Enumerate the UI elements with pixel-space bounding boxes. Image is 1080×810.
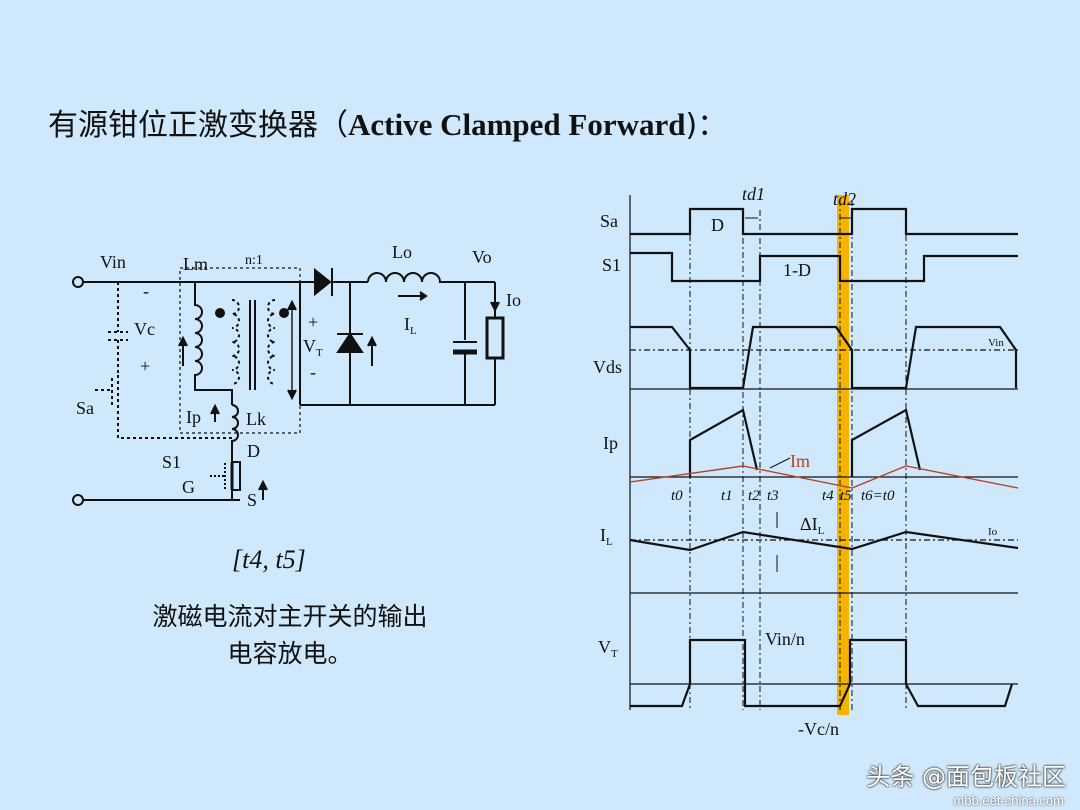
label-il: IL	[404, 314, 417, 337]
freewheel-diode	[336, 332, 364, 353]
label-ratio: n:1	[245, 253, 263, 268]
label-lk: Lk	[246, 409, 266, 429]
wf-label-il: IL	[600, 525, 613, 548]
label-vo: Vo	[472, 247, 492, 267]
waveform-im	[629, 465, 1019, 489]
label-vc-plus: +	[140, 356, 150, 376]
waveform-ip	[688, 408, 922, 477]
primary-winding	[194, 282, 233, 405]
wf-label-delta-il: ΔIL	[800, 514, 825, 537]
load-resistor	[485, 316, 505, 360]
label-s: S	[247, 490, 257, 510]
waveform-sa	[630, 207, 1018, 236]
wf-label-ip: Ip	[603, 433, 618, 453]
label-vin: Vin	[100, 252, 126, 272]
highlight-interval-t4-t5	[837, 195, 849, 715]
label-lm: Lm	[183, 254, 208, 274]
watermark: 头条 @面包板社区	[866, 763, 1066, 791]
wf-label-neg-vc-n: -Vc/n	[798, 719, 839, 739]
wf-label-vds: Vds	[593, 357, 622, 377]
leakage-inductor	[231, 404, 239, 452]
wf-label-td1: td1	[742, 184, 765, 204]
wf-label-vin: Vin	[988, 337, 1004, 349]
label-vc: Vc	[134, 319, 155, 339]
description-line-2: 电容放电。	[227, 639, 353, 668]
circuit-schematic	[72, 267, 505, 506]
secondary-winding	[267, 299, 276, 385]
label-vt-plus: +	[308, 312, 318, 332]
label-ip: Ip	[186, 407, 201, 427]
output-capacitor	[453, 282, 477, 405]
wf-label-s1: S1	[602, 255, 621, 275]
watermark-url: mbb.eet-china.com	[953, 793, 1064, 808]
wf-label-1-d: 1-D	[783, 260, 811, 280]
label-g: G	[182, 477, 195, 497]
main-switch	[231, 452, 241, 500]
vin-terminal-bottom	[72, 494, 84, 506]
waveform-il	[629, 530, 1019, 552]
wf-label-io: Io	[988, 526, 998, 538]
vin-terminal-top	[72, 276, 84, 288]
wf-label-t2: t2	[748, 488, 760, 504]
wf-label-t3: t3	[767, 488, 779, 504]
timing-diagram: Sa S1 Vds Ip IL VT D 1-D td1 td2 Vin Im …	[593, 184, 1019, 739]
label-vt-minus: -	[310, 362, 316, 382]
transformer-box	[179, 267, 301, 434]
wf-label-d: D	[711, 215, 724, 235]
wf-label-vt: VT	[598, 637, 618, 660]
page-title: 有源钳位正激变换器（Active Clamped Forward)：	[48, 100, 727, 144]
circuit-labels: Vin Lm n:1 Lo Vo Io IL Vc - + + VT - Sa …	[76, 242, 521, 510]
waveform-vt	[630, 638, 1014, 708]
description: 激磁电流对主开关的输出 电容放电。	[100, 598, 480, 672]
clamp-switch	[95, 375, 232, 439]
wf-label-t6: t6=t0	[861, 488, 895, 504]
forward-diode	[314, 267, 332, 297]
waveform-labels: Sa S1 Vds Ip IL VT D 1-D td1 td2 Vin Im …	[593, 184, 1004, 739]
label-vc-minus: -	[143, 281, 149, 301]
wf-label-t1: t1	[721, 488, 733, 504]
wf-label-sa: Sa	[600, 211, 618, 231]
time-interval-label: [t4, t5]	[232, 545, 306, 574]
magnetizing-winding	[231, 299, 240, 385]
title-chinese: 有源钳位正激变换器（	[48, 108, 348, 143]
output-inductor	[367, 272, 495, 283]
wf-label-im: Im	[790, 451, 810, 471]
waveform-s1	[630, 251, 1018, 283]
label-s1: S1	[162, 452, 181, 472]
waveform-vds	[630, 325, 1018, 390]
label-lo: Lo	[392, 242, 412, 262]
label-vt: VT	[303, 336, 323, 359]
wf-label-td2: td2	[833, 189, 856, 209]
wf-label-vin-n: Vin/n	[765, 629, 805, 649]
label-d: D	[247, 441, 260, 461]
wf-label-t0: t0	[671, 488, 683, 504]
clamp-capacitor	[108, 282, 128, 375]
wf-label-t4: t4	[822, 488, 834, 504]
wf-label-t5: t5	[840, 488, 852, 504]
title-tail: )：	[685, 108, 728, 143]
title-english: Active Clamped Forward	[348, 107, 686, 142]
label-io: Io	[506, 290, 521, 310]
description-line-1: 激磁电流对主开关的输出	[152, 602, 428, 631]
label-sa: Sa	[76, 398, 94, 418]
